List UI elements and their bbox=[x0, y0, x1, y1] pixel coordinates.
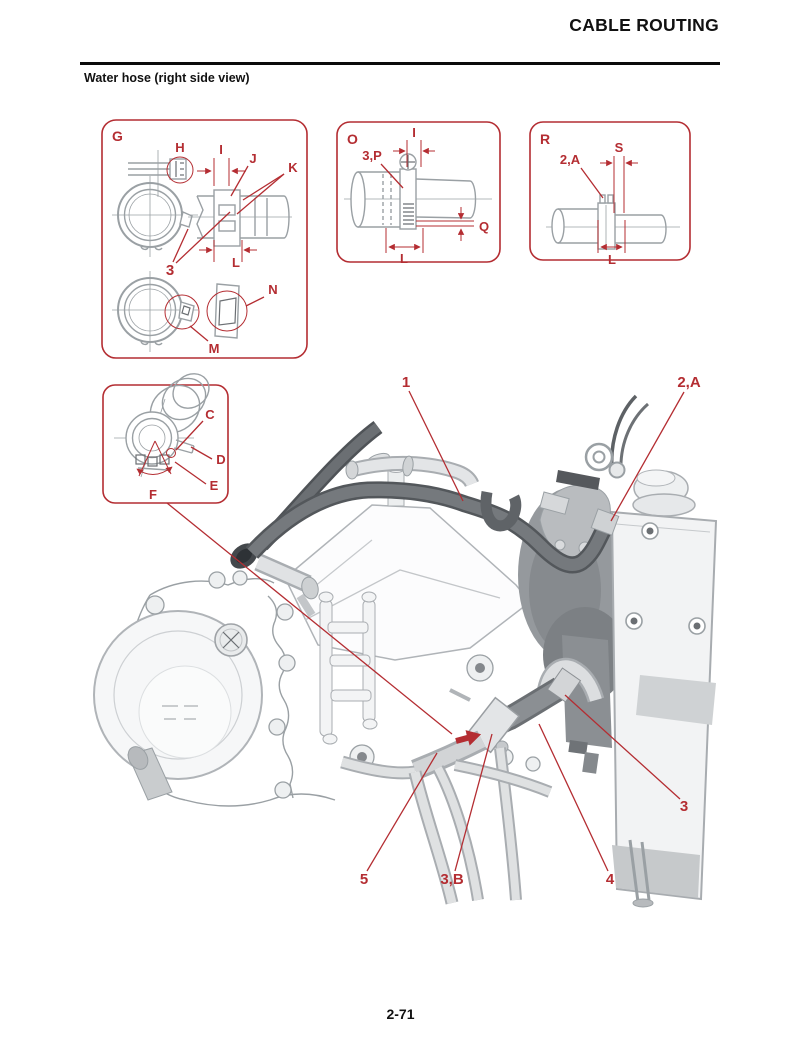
h-detail-ring bbox=[166, 156, 194, 184]
callout-O-I: I bbox=[412, 125, 416, 140]
callout-E: E bbox=[210, 478, 219, 493]
callout-S: S bbox=[615, 140, 624, 155]
box-label-R: R bbox=[540, 131, 550, 147]
detail-box-F: C D E F bbox=[102, 373, 229, 504]
callout-R-2A: 2,A bbox=[560, 152, 581, 167]
header-rule bbox=[80, 62, 720, 65]
callout-Q: Q bbox=[479, 219, 489, 234]
box-label-O: O bbox=[347, 131, 358, 147]
n-detail-ring bbox=[206, 290, 248, 332]
lower-water-hoses bbox=[340, 657, 605, 905]
callout-3: 3 bbox=[680, 798, 688, 815]
callout-3P: 3,P bbox=[362, 148, 382, 163]
callout-5: 5 bbox=[360, 871, 368, 888]
detail-box-R: R 2,A S L bbox=[529, 121, 691, 267]
routing-direction-arrow bbox=[455, 730, 482, 746]
upper-water-hose bbox=[230, 420, 620, 618]
main-view-callouts: 1 2,A 3 4 3,B 5 bbox=[166, 374, 701, 888]
callout-H: H bbox=[175, 140, 184, 155]
callout-G-3: 3 bbox=[166, 262, 174, 279]
callout-M: M bbox=[209, 341, 220, 356]
detail-box-G: G H I J bbox=[101, 119, 308, 359]
hose-joint-2A bbox=[590, 508, 620, 536]
page-number: 2-71 bbox=[386, 1006, 415, 1022]
page-header-title: CABLE ROUTING bbox=[569, 15, 719, 35]
callout-D: D bbox=[216, 452, 225, 467]
callout-N: N bbox=[268, 282, 277, 297]
callout-1: 1 bbox=[402, 374, 410, 391]
section-title: Water hose (right side view) bbox=[84, 71, 250, 85]
box-label-G: G bbox=[112, 128, 123, 144]
c-detail-ring bbox=[166, 448, 176, 458]
callout-G-I: I bbox=[219, 142, 223, 157]
callout-C: C bbox=[205, 407, 215, 422]
callout-K: K bbox=[288, 160, 298, 175]
callout-2A: 2,A bbox=[677, 374, 701, 391]
callout-O-L: L bbox=[400, 251, 408, 266]
callout-J: J bbox=[249, 151, 256, 166]
m-detail-ring bbox=[164, 294, 200, 330]
engine-illustration bbox=[93, 570, 541, 807]
callout-R-L: L bbox=[608, 252, 616, 267]
radiator-wires bbox=[610, 394, 638, 469]
clamp-3 bbox=[546, 667, 582, 703]
callout-F: F bbox=[149, 487, 157, 502]
detail-box-O: O 3,P I Q L bbox=[336, 121, 501, 266]
callout-G-L: L bbox=[232, 255, 240, 270]
callout-3B: 3,B bbox=[440, 871, 464, 888]
radiator bbox=[568, 469, 718, 908]
callout-4: 4 bbox=[606, 871, 615, 888]
